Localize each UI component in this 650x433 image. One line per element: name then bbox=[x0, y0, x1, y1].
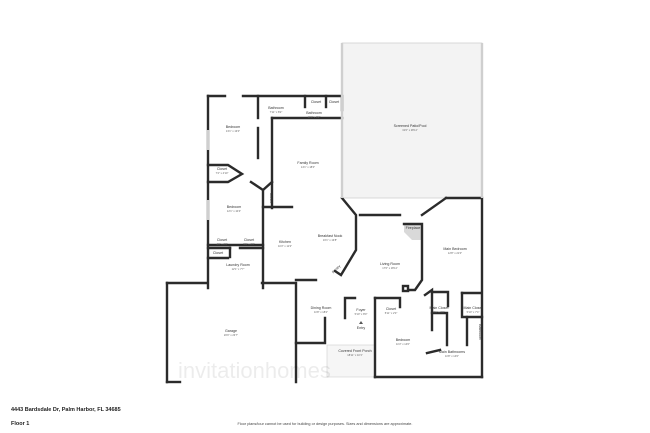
room-name: Kitchen bbox=[279, 240, 291, 244]
room-dim: 12'1" x 7'7" bbox=[232, 267, 245, 271]
room-dim: 18'11" x 10'1" bbox=[347, 353, 363, 357]
room-name: Main Closet bbox=[464, 306, 483, 310]
watermark: invitationhomes bbox=[178, 358, 331, 383]
room-dim: 7'4" x 4'10" bbox=[216, 171, 229, 175]
entry-arrow-icon bbox=[359, 321, 363, 324]
room-labels: Bedroom 13'1" x 13'0" Bathroom 7'11" x 8… bbox=[213, 100, 483, 358]
room-dim: 8'1" x 6'0" bbox=[433, 310, 444, 314]
room-dim: 10'0" x 8'2" bbox=[308, 115, 321, 119]
room-dim: 5'11" x 2'3" bbox=[385, 311, 398, 315]
room-dim: 7'11" x 8'2" bbox=[270, 110, 283, 114]
room-name: Closet bbox=[311, 100, 321, 104]
room-name: Closet bbox=[217, 238, 227, 242]
room-dim: 11'8" x 14'0" bbox=[445, 354, 459, 358]
walls bbox=[165, 43, 484, 384]
room-name: Closet bbox=[269, 193, 273, 203]
room-name: Laundry Room bbox=[226, 263, 250, 267]
fireplace-shape bbox=[404, 224, 422, 240]
room-name: Pantry bbox=[331, 264, 341, 274]
room-dim: 10'2" x 11'3" bbox=[278, 244, 292, 248]
room-name: Bedroom bbox=[226, 125, 241, 129]
room-dim: 12'8" x 21'0" bbox=[448, 251, 462, 255]
room-name: Bedroom bbox=[396, 338, 411, 342]
room-dim: 5'10" x 7'4" bbox=[467, 310, 480, 314]
room-name: Covered Front Porch bbox=[338, 349, 371, 353]
room-name: Main Closet bbox=[430, 306, 449, 310]
room-dim: 13'1" x 13'0" bbox=[226, 129, 240, 133]
room-name: Garage bbox=[225, 329, 237, 333]
room-name: Bathroom bbox=[478, 324, 482, 340]
room-name: Main Bedroom bbox=[443, 247, 466, 251]
room-dim: 4'0" x 2'3" bbox=[216, 242, 227, 246]
room-name: Breakfast Nook bbox=[318, 234, 343, 238]
room-name: Fireplace bbox=[406, 226, 421, 230]
room-dim: 20'0" x 23'7" bbox=[224, 333, 238, 337]
room-name: Foyer bbox=[356, 308, 366, 312]
room-name: Closet bbox=[329, 100, 339, 104]
disclaimer: Floor plans/tour cannot be used for buil… bbox=[237, 422, 413, 426]
room-dim: 5'9" x 2'3" bbox=[243, 242, 254, 246]
room-name: Bathroom bbox=[306, 111, 322, 115]
room-dim: 17'0" x 18'11" bbox=[382, 266, 398, 270]
floor-label: Floor 1 bbox=[11, 421, 30, 427]
room-name: Closet bbox=[213, 251, 223, 255]
room-name: Screened Patio/Pool bbox=[394, 124, 427, 128]
room-name: Closet bbox=[386, 307, 396, 311]
room-name: Family Room bbox=[297, 161, 318, 165]
room-dim: 31'0" x 28'11" bbox=[402, 128, 418, 132]
room-name: Closet bbox=[244, 238, 254, 242]
property-address: 4443 Bardsdale Dr, Palm Harbor, FL 34685 bbox=[11, 407, 121, 413]
room-dim: 11'3" x 14'0" bbox=[396, 342, 410, 346]
room-dim: 16'1" x 13'8" bbox=[323, 238, 337, 242]
room-name: Dining Room bbox=[311, 306, 332, 310]
room-dim: 11'8" x 18'2" bbox=[314, 310, 328, 314]
room-name: Closet bbox=[217, 167, 227, 171]
room-name: Entry bbox=[357, 326, 366, 330]
room-dim: 14'1" x 18'0" bbox=[301, 165, 315, 169]
room-dim: 12'1" x 10'4" bbox=[227, 209, 241, 213]
screened-patio-area bbox=[341, 42, 483, 199]
porch-area bbox=[326, 344, 376, 378]
room-name: Main Bathrooms bbox=[439, 350, 465, 354]
room-name: Bathroom bbox=[268, 106, 284, 110]
room-dim: 5'10" x 8'0" bbox=[355, 312, 368, 316]
room-name: Bedroom bbox=[227, 205, 242, 209]
room-name: Living Room bbox=[380, 262, 400, 266]
